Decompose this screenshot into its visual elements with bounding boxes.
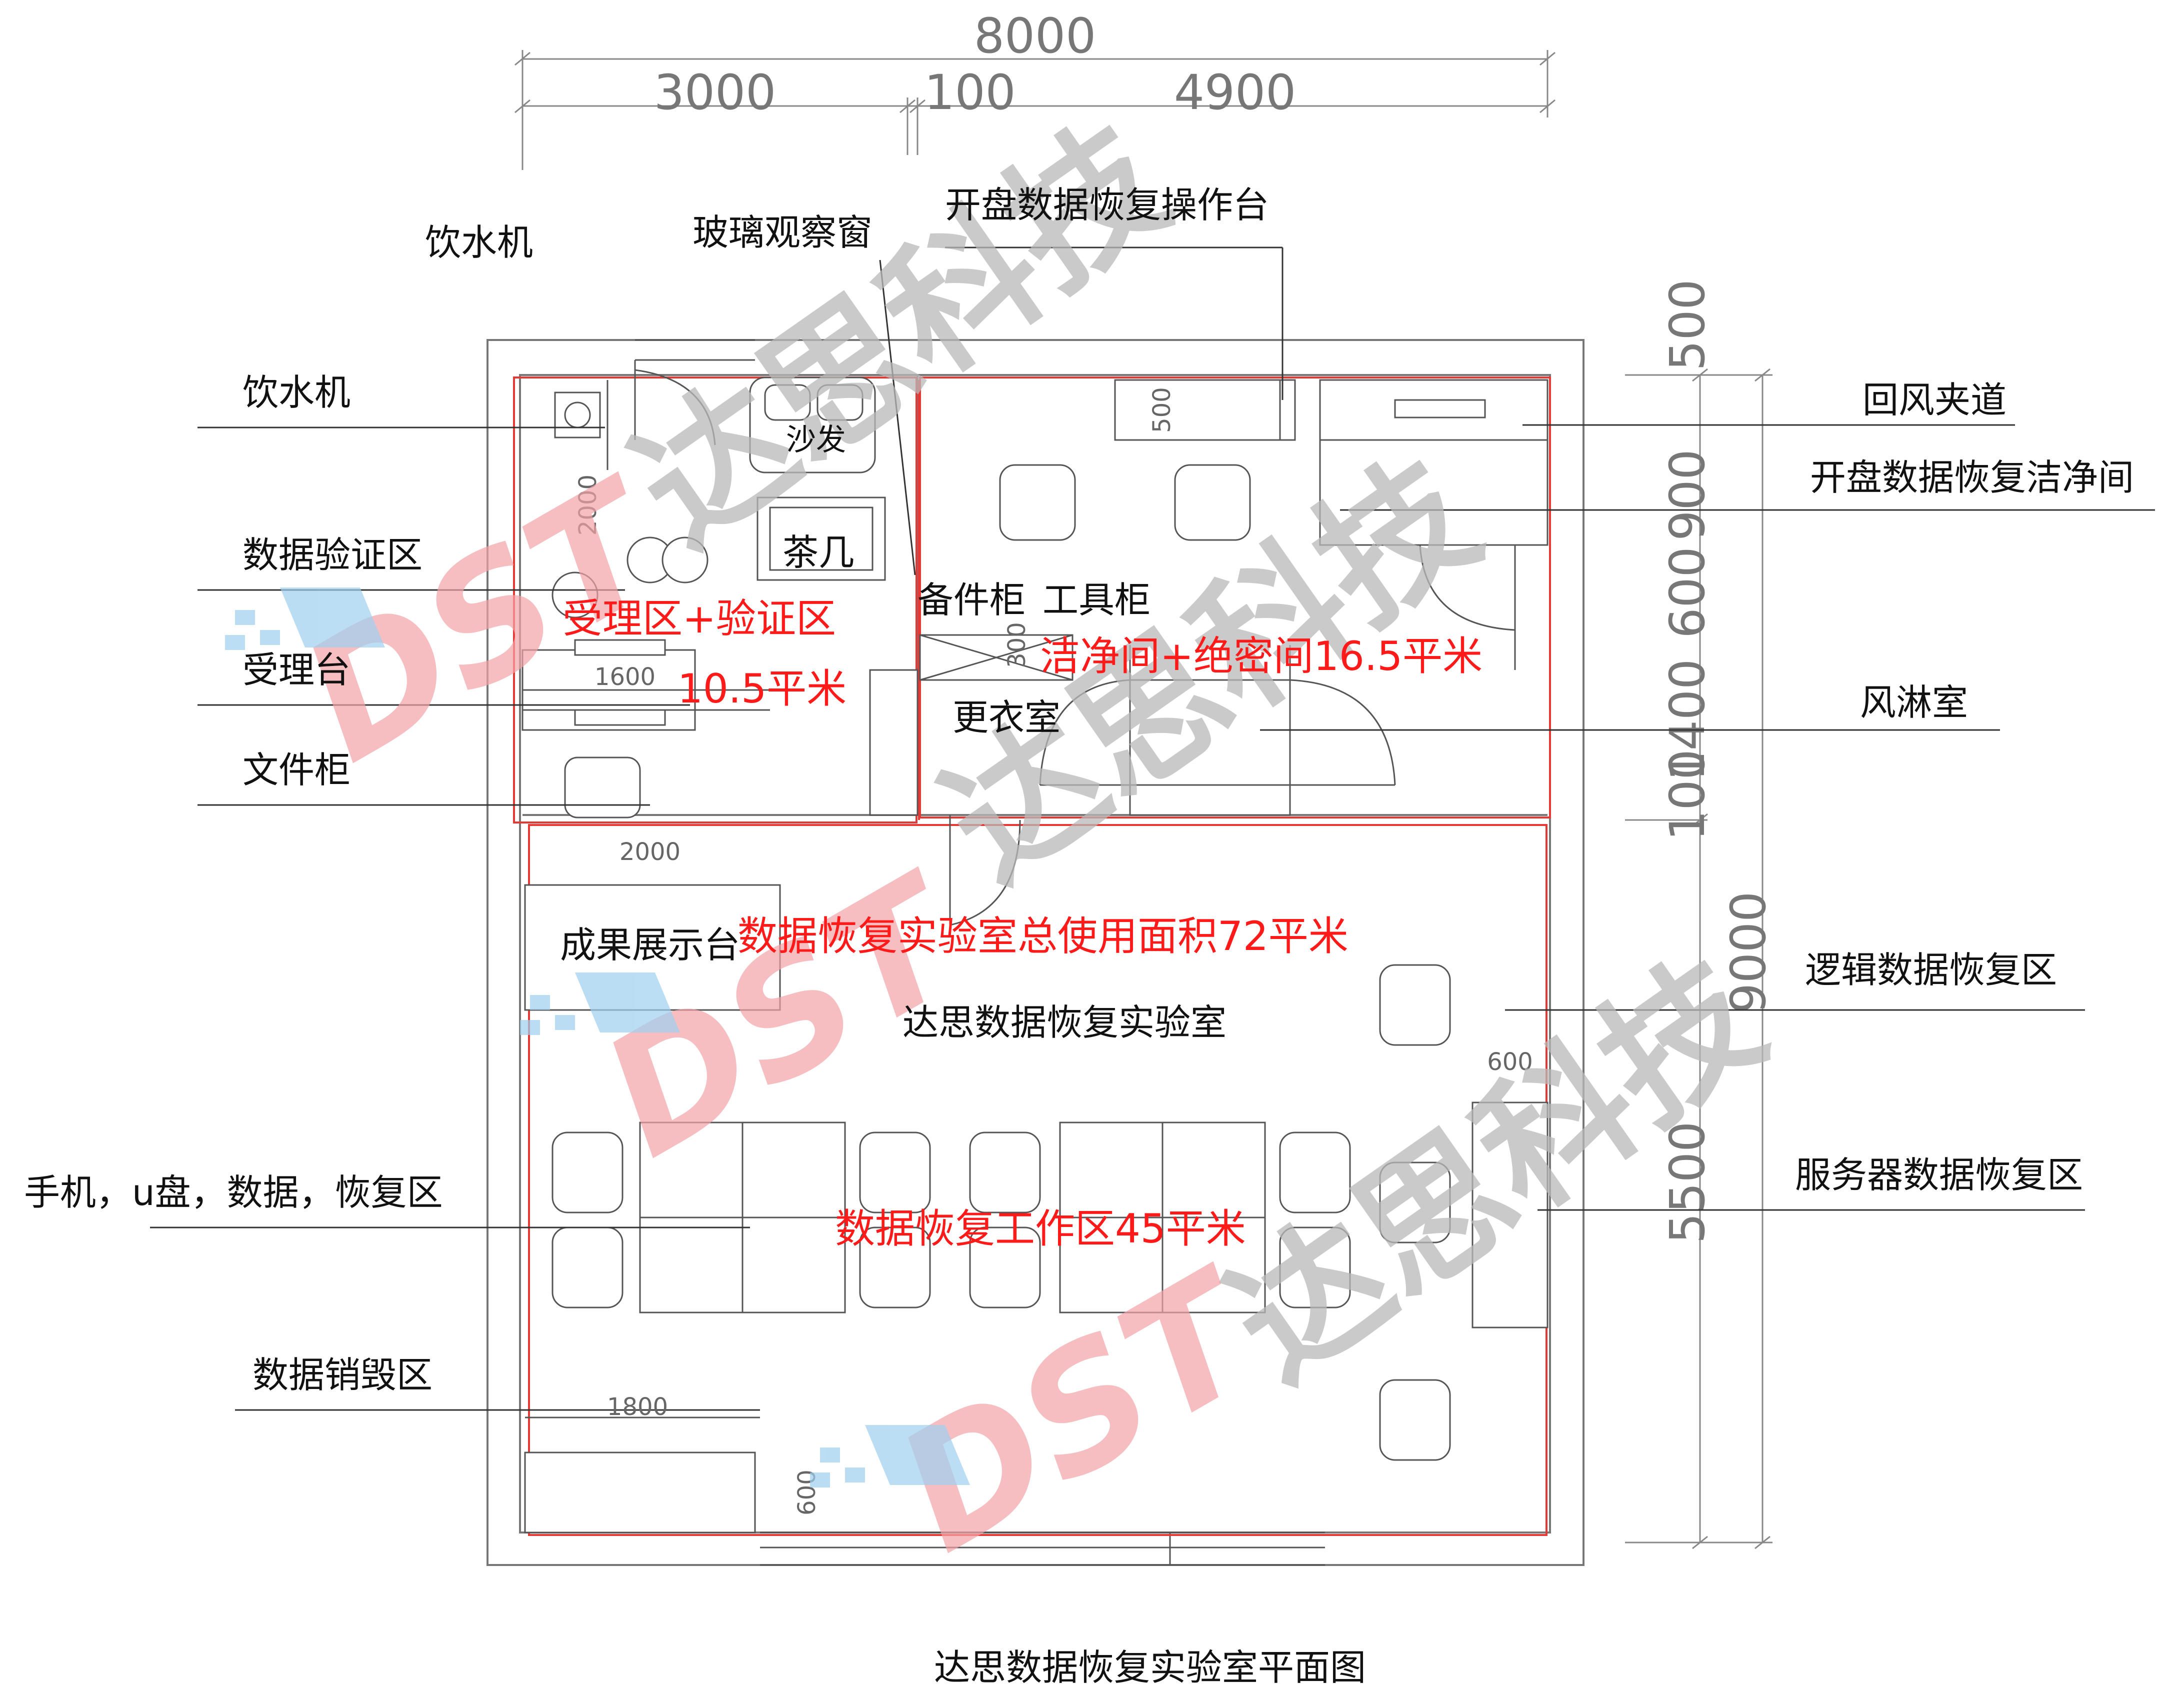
label-reception-desk: 受理台 [242,649,350,691]
label-spare-cabinet: 备件柜 [918,579,1026,621]
dim-total-width: 8000 [974,8,1096,64]
label-workbench: 开盘数据恢复操作台 [945,184,1269,226]
label-tea-table: 茶几 [782,532,854,574]
label-air-shower: 风淋室 [1860,682,1968,724]
area-labels: 受理区+验证区 10.5平米 洁净间+绝密间16.5平米 数据恢复实验室总使用面… [562,596,1482,1252]
walls [486,339,1584,1566]
dim-total-height: 9000 [1720,892,1776,1014]
dim-500: 500 [1660,279,1716,370]
dim-3000: 3000 [654,64,776,120]
label-clean-room: 开盘数据恢复洁净间 [1810,456,2134,498]
label-mobile-recovery: 手机，u盘，数据，恢复区 [24,1172,443,1214]
label-work-area: 数据恢复工作区45平米 [835,1206,1246,1252]
label-verification-area: 数据验证区 [242,534,422,576]
label-file-cabinet: 文件柜 [242,749,350,791]
top-dimensions: 8000 3000 100 4900 [514,8,1556,170]
dim-300: 300 [1003,622,1031,668]
dim-100: 100 [924,64,1016,120]
label-clean-area: 洁净间+绝密间16.5平米 [1040,633,1482,680]
label-total-area: 数据恢复实验室总使用面积72平米 [738,913,1348,960]
watermark: 达思科技 达思科技 达思科技 DST DST DST [225,92,1792,1589]
dim-500-inner: 500 [1148,387,1176,433]
label-water-dispenser-top: 饮水机 [425,222,533,264]
watermark-brand-1: 达思科技 [606,92,1197,579]
label-reception-size: 10.5平米 [678,666,846,712]
label-changing-room: 更衣室 [952,696,1060,738]
label-tool-cabinet: 工具柜 [1042,579,1150,621]
left-labels: 饮水机 饮水机 数据验证区 受理台 文件柜 手机，u盘，数据，恢复区 数据销毁区 [24,222,533,1396]
page-title: 达思数据恢复实验室平面图 [934,1646,1366,1688]
dim-5500: 5500 [1660,1122,1716,1244]
label-server-recovery: 服务器数据恢复区 [1795,1154,2083,1196]
top-labels: 玻璃观察窗 开盘数据恢复操作台 [692,184,1269,254]
label-destruction-area: 数据销毁区 [252,1354,432,1396]
dim-100-vertical: 100 [1660,749,1716,840]
dim-4900: 4900 [1174,64,1296,120]
label-sofa: 沙发 [786,422,846,458]
watermark-logo-1 [225,588,385,650]
right-labels: 回风夹道 开盘数据恢复洁净间 风淋室 逻辑数据恢复区 服务器数据恢复区 [1795,379,2134,1196]
leader-lines [150,246,2155,1411]
dim-900: 900 [1660,449,1716,540]
dim-600-right: 600 [1487,1048,1533,1076]
inner-dimensions: 2000 1600 500 300 2000 600 1800 600 [574,387,1533,1516]
right-dimensions: 500 900 600 1400 100 5500 9000 [1625,279,1776,1550]
label-return-air: 回风夹道 [1862,379,2006,421]
watermark-logo-3 [810,1425,970,1488]
dim-1600: 1600 [594,663,656,691]
label-reception-area: 受理区+验证区 [562,596,836,642]
dim-1800: 1800 [607,1393,668,1421]
dim-2000-vertical: 2000 [574,474,602,536]
room-labels: 沙发 茶几 备件柜 工具柜 更衣室 成果展示台 达思数据恢复实验室 [560,422,1226,1044]
label-showcase: 成果展示台 [560,924,740,966]
watermark-logo-2 [520,972,680,1035]
dim-600: 600 [1660,546,1716,638]
label-water-dispenser: 饮水机 [242,372,350,414]
label-logical-recovery: 逻辑数据恢复区 [1805,949,2057,991]
label-glass-window: 玻璃观察窗 [692,212,872,254]
dim-1400: 1400 [1660,659,1716,781]
dim-2000-horizontal: 2000 [620,838,680,866]
label-lab-name: 达思数据恢复实验室 [902,1002,1226,1044]
